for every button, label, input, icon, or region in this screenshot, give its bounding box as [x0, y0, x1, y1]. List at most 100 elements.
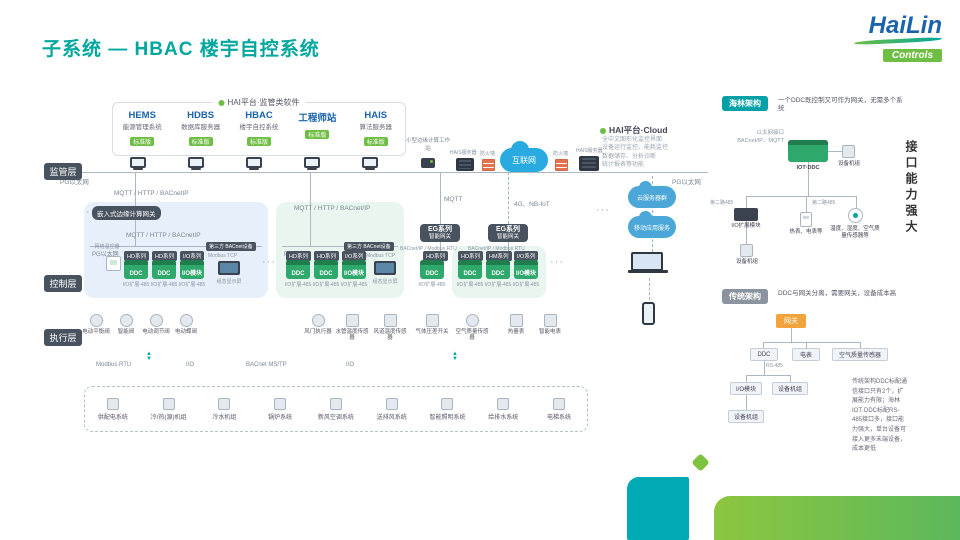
- eg-gateway-badge: EG系列 智能网关: [420, 224, 460, 242]
- exec-device: 电动调节阀: [138, 314, 174, 335]
- series-badge: HM系列: [486, 251, 512, 261]
- equipment-unit-icon: [842, 145, 855, 158]
- mobile-service-label: 移动应用服务: [633, 225, 670, 232]
- legacy-io-module-box: I/O模块: [730, 382, 762, 395]
- ddc-controller: DDC: [286, 260, 310, 279]
- cloud-notes: 全中文图形化监控界面 设备运行监控、能耗监控 数据储存、分析诊断 统计报表等功能: [602, 136, 668, 170]
- internet-cloud-icon: 互联网: [500, 141, 548, 172]
- exec-device: 电动蝶阀: [168, 314, 204, 335]
- exec-device: 气体压差开关: [414, 314, 450, 335]
- exec-device: 智能阀: [108, 314, 144, 335]
- connector-line: [746, 375, 747, 382]
- connector-line: [282, 246, 398, 247]
- equipment-unit-label: 设备机组: [837, 161, 860, 167]
- eth-label-line2: BACnet/IP、MQTT: [737, 137, 784, 144]
- legacy-sensor-box: 空气质量传感器: [832, 348, 888, 361]
- down-arrow: ▼: [452, 356, 458, 363]
- equipment-unit-icon: [740, 244, 753, 257]
- monitor-icon: [246, 157, 262, 168]
- cloud-note: 设备运行监控、能耗监控: [602, 145, 669, 152]
- connector-line-dashed: [649, 278, 650, 300]
- io-extension-module-label: I/O扩展模块: [731, 223, 761, 229]
- series-badge: HD系列: [152, 251, 177, 261]
- cloud-servers-icon: 云服务器群: [628, 181, 676, 208]
- series-badge: I/O系列: [180, 251, 205, 261]
- exec-device-label: 水管温度传感器: [335, 329, 369, 342]
- bus-label: PG以太网: [60, 179, 89, 186]
- regulating-valve-icon: [149, 314, 163, 327]
- eg-name-label: 智能网关: [496, 233, 519, 240]
- app-list: HEMS 能源管理系统 标准版 HDBS 数据库服务器 标准版 HBAC 楼宇自…: [113, 103, 405, 149]
- exec-device: 智能电表: [532, 314, 568, 335]
- rs485-label: RS-485: [766, 363, 783, 369]
- exec-device-label: 气体压差开关: [415, 329, 449, 335]
- app-badge: 标准版: [305, 130, 330, 139]
- meter-icon: [800, 212, 812, 227]
- io-module-device: I/O模块: [514, 260, 538, 279]
- butterfly-valve-icon: [179, 314, 193, 327]
- deco-teal-shape: [627, 477, 689, 540]
- connector-line: [90, 246, 262, 247]
- heat-meter-icon: [509, 314, 523, 327]
- connector-line: [440, 172, 441, 224]
- exec-device: 风门执行器: [300, 314, 336, 335]
- io-extension-label: I/O扩展-485: [284, 282, 312, 288]
- io-module-device: I/O模块: [342, 260, 366, 279]
- exec-device-label: 热量表: [507, 329, 525, 335]
- server-label: HAIS服务器: [450, 150, 477, 156]
- ddc-controller: DDC: [486, 260, 510, 279]
- cloud-servers-label: 云服务器群: [636, 195, 667, 202]
- app-name: HAIS: [364, 110, 388, 121]
- pipe-temp-sensor-icon: [345, 314, 359, 327]
- server-label: HAIS服务器: [576, 148, 603, 154]
- protocol-label: BACnet/IP / Modbus RTU: [400, 246, 457, 252]
- heat-source-icon: [162, 397, 175, 410]
- connector-line: [790, 375, 791, 382]
- hmi-display-label: 组态显示屏: [372, 279, 398, 285]
- up-arrow: ▲: [146, 351, 152, 357]
- logo-wordmark: HaiLin: [868, 12, 942, 39]
- ahu-icon: [329, 397, 342, 410]
- app-card-engineer-station: 工程师站 标准版: [289, 110, 345, 149]
- protocol-label: MQTT / HTTP / BACnetIP: [126, 232, 201, 239]
- app-badge: 标准版: [130, 137, 155, 146]
- hai-logo-icon: [600, 127, 606, 134]
- vertical-slogan: 接口能力强大: [904, 140, 918, 236]
- system-label: 冷水机组: [212, 414, 237, 421]
- exec-device-label: 智能阀: [117, 329, 135, 335]
- server-rack-icon: [456, 158, 474, 171]
- eg-gateway-badge: EG系列 智能网关: [488, 224, 528, 242]
- smart-valve-icon: [119, 314, 133, 327]
- exec-device-label: 空气质量传感器: [455, 329, 489, 342]
- up-arrow: ▲: [452, 351, 458, 357]
- cloud-note: 数据储存、分析诊断: [602, 153, 657, 160]
- connector-line: [806, 196, 807, 212]
- system-label: 送排风系统: [376, 414, 407, 421]
- system-item: 冷/热(源)机组: [145, 397, 193, 421]
- deco-green-diamond: [691, 453, 710, 472]
- air-quality-sensor-icon: [465, 314, 479, 327]
- exec-device: 电动平衡阀: [78, 314, 114, 335]
- series-badge: I/O系列: [514, 251, 539, 261]
- connector-line: [310, 172, 311, 246]
- system-label: 智能照明系统: [429, 414, 466, 421]
- exec-device-label: 智能电表: [538, 329, 561, 335]
- meter-label: 热表、电表等: [789, 229, 823, 235]
- connector-line: [746, 375, 790, 376]
- io-extension-label: I/O扩展-485: [178, 282, 206, 288]
- plumbing-icon: [497, 397, 510, 410]
- protocol-label: Modbus TCP: [366, 253, 396, 259]
- app-card-hbac: HBAC 楼宇自控系统 标准版: [231, 110, 287, 149]
- exhaust-fan-icon: [385, 397, 398, 410]
- protocol-label: 4G、NB-IoT: [514, 201, 550, 208]
- duct-temp-sensor-icon: [383, 314, 397, 327]
- mobile-service-cloud-icon: 移动应用服务: [628, 211, 676, 238]
- deco-green-shape: [714, 496, 960, 540]
- system-label: 电梯系统: [546, 414, 571, 421]
- system-label: 冷/热(源)机组: [150, 414, 187, 421]
- exec-device-label: 风道温度传感器: [373, 329, 407, 342]
- embedded-gateway-badge: 嵌入式边缘计算网关: [92, 206, 161, 220]
- monitor-icon: [188, 157, 204, 168]
- legacy-equipment-box: 设备机组: [728, 410, 764, 423]
